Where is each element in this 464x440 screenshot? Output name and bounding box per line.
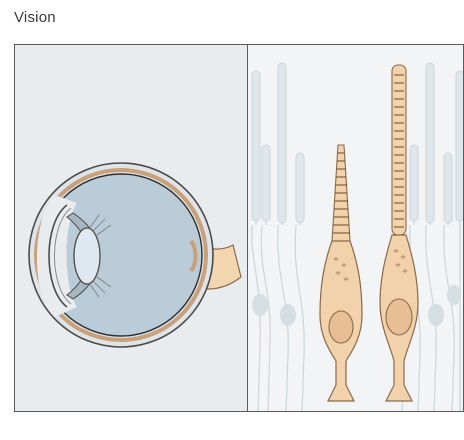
photoreceptor-illustration bbox=[248, 45, 463, 411]
eye-illustration bbox=[15, 45, 247, 411]
cone-nucleus bbox=[329, 311, 353, 343]
rod-cell bbox=[380, 65, 418, 401]
retina-panel bbox=[248, 45, 463, 411]
eye-panel bbox=[15, 45, 248, 411]
cone-cell bbox=[320, 145, 362, 401]
background-rods bbox=[252, 63, 463, 223]
figure-title: Vision bbox=[14, 9, 56, 26]
lens bbox=[74, 228, 100, 284]
rod-nucleus bbox=[386, 299, 412, 335]
figure-frame bbox=[14, 44, 464, 412]
